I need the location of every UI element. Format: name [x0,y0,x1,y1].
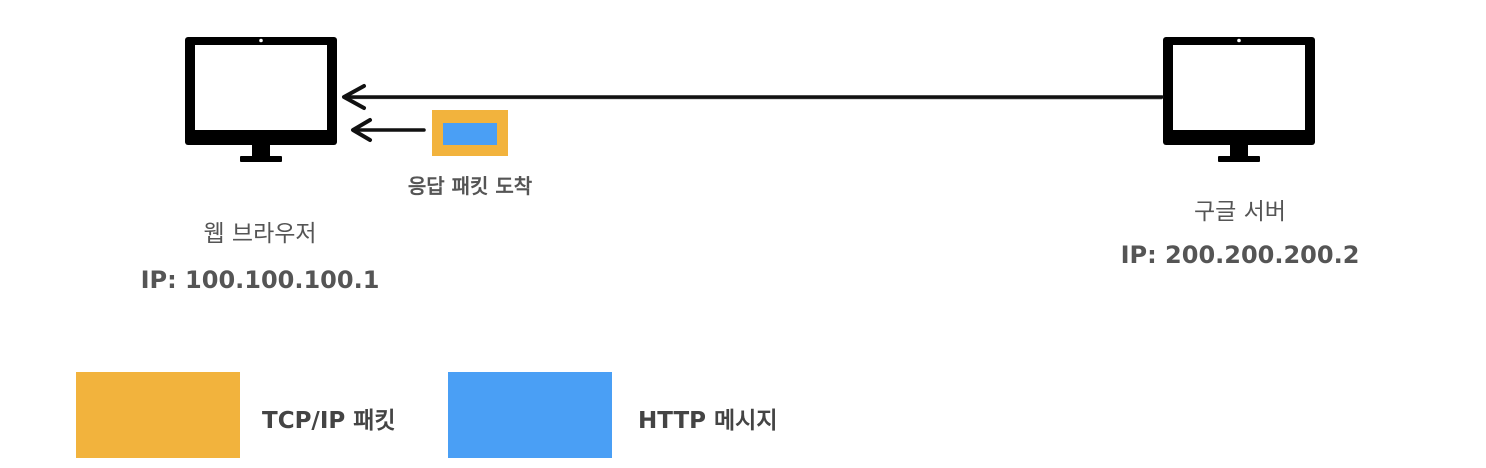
packet-arrow-short [351,118,426,142]
legend-label-tcp-ip: TCP/IP 패킷 [262,408,396,434]
response-arrow-long [342,84,1164,110]
client-ip: IP: 100.100.100.1 [140,266,380,294]
http-message [443,123,497,145]
legend-label-http: HTTP 메시지 [638,408,778,434]
server-monitor-icon [1163,37,1315,162]
packet-label: 응답 패킷 도착 [407,174,533,198]
server-name: 구글 서버 [1194,199,1286,225]
tcp-ip-packet [432,110,508,156]
server-ip: IP: 200.200.200.2 [1120,241,1360,269]
legend-swatch-http [448,372,612,458]
client-name: 웹 브라우저 [203,221,317,247]
client-monitor-icon [185,37,337,162]
legend-swatch-tcp-ip [76,372,240,458]
